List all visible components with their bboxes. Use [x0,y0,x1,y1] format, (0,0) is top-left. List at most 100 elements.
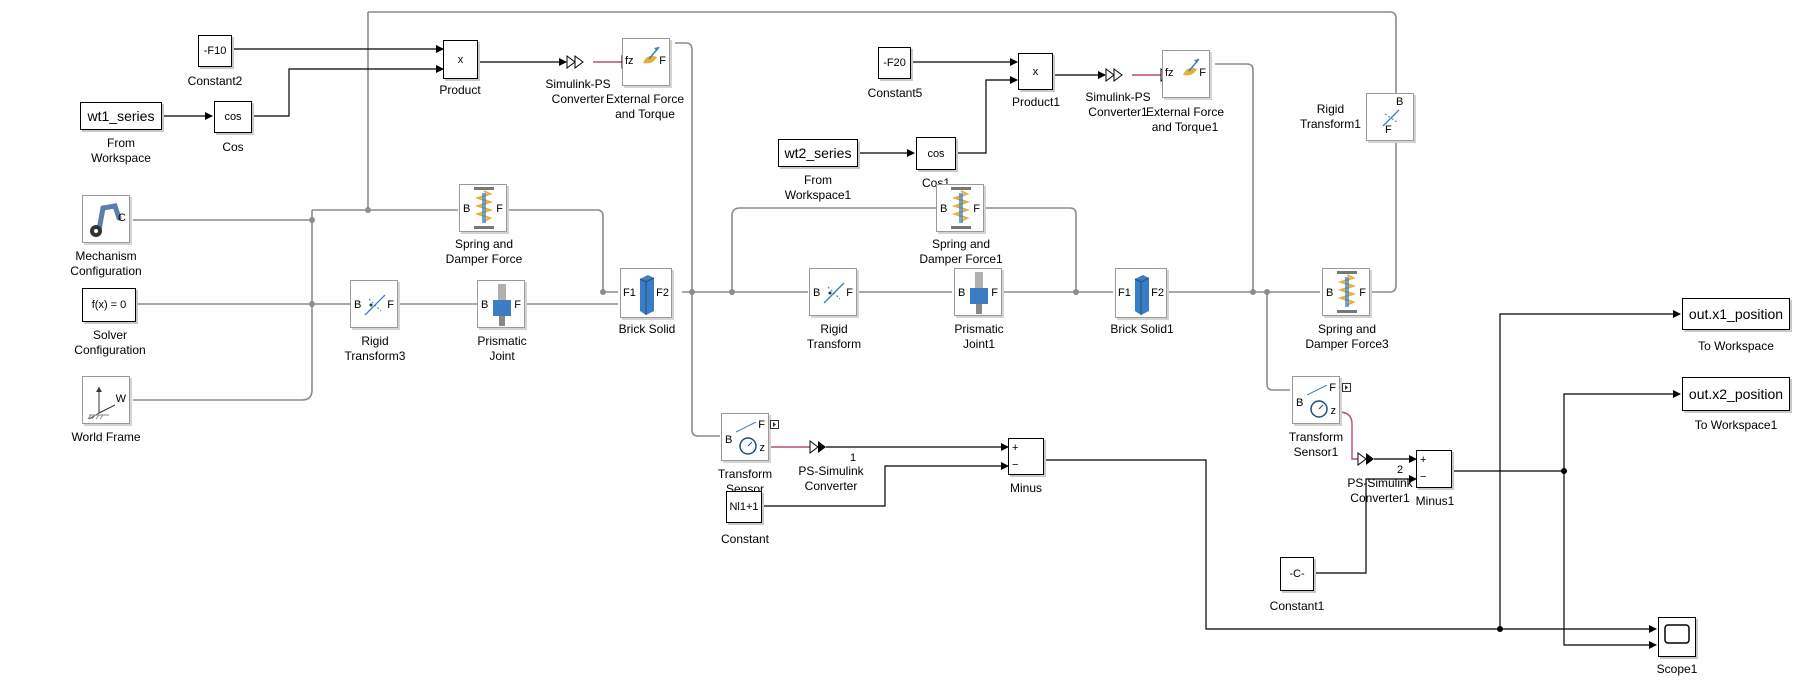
external-force1-icon [1183,58,1200,76]
external-force-port-fz: fz [625,55,634,67]
transform-sensor-port-b: B [725,434,733,446]
prismatic-joint-port-f: F [514,299,521,311]
brick-solid1-port-f2: F2 [1151,287,1164,299]
robot-arm-icon [90,203,122,237]
rigid-transform-port-f: F [846,287,853,299]
world-frame-block[interactable]: W [82,376,130,424]
spring-damper-force-block[interactable]: B F [459,184,507,232]
spring-damper-port-b: B [463,203,471,215]
minus-block[interactable]: + − [1008,438,1044,475]
prismatic-joint-port-b: B [481,299,489,311]
transform-sensor1-block[interactable]: B F z [1292,376,1340,424]
external-force-port-f: F [659,55,666,67]
minus1-plus-sign: + [1420,454,1427,466]
prismatic-joint1-label: Prismatic Joint1 [954,322,1004,351]
minus1-minus-sign: − [1420,471,1427,483]
product1-label: Product1 [1011,95,1061,109]
product-label: Product [439,83,481,97]
minus1-block[interactable]: + − [1416,450,1452,488]
external-force-torque1-block[interactable]: fz F [1162,50,1210,98]
to-workspace-block[interactable]: out.x1_position [1682,298,1790,330]
brick-solid1-port-f1: F1 [1118,287,1131,299]
spring1-icon [951,187,971,229]
product-block[interactable]: x [443,40,478,79]
cos1-block[interactable]: cos [916,137,956,170]
spring-damper-force3-block[interactable]: B F [1322,268,1370,316]
minus-label: Minus [1009,481,1043,495]
to-workspace-value: out.x1_position [1688,306,1784,322]
rigid-transform3-block[interactable]: B F [350,280,398,328]
spring-damper1-port-b: B [940,203,948,215]
constant-block[interactable]: Nl1+1 [726,491,762,523]
constant2-block[interactable]: -F10 [198,35,232,67]
transform-sensor-port-z: z [759,442,766,454]
scope1-block[interactable] [1658,617,1696,657]
rigid-transform3-port-b: B [354,299,362,311]
rigid-transform3-label: Rigid Transform3 [344,334,406,363]
rigid-transform-icon [823,282,845,304]
spring-damper3-port-f: F [1359,287,1366,299]
transform-sensor-port-f: F [758,419,765,431]
to-workspace1-value: out.x2_position [1688,386,1784,402]
spring-icon [474,187,494,229]
transform-sensor1-port-b: B [1296,397,1304,409]
from-workspace-block[interactable]: wt1_series [80,102,162,130]
brick-solid-label: Brick Solid [618,322,676,336]
spring3-icon [1337,271,1357,313]
brick-solid-port-f2: F2 [656,287,669,299]
cos1-value: cos [927,147,945,160]
prismatic-joint1-port-b: B [958,287,966,299]
to-workspace1-block[interactable]: out.x2_position [1682,377,1790,411]
from-workspace1-block[interactable]: wt2_series [778,139,858,167]
external-force1-port-fz: fz [1165,67,1174,79]
rigid-transform-block[interactable]: B F [809,268,857,316]
minus1-label: Minus1 [1415,494,1455,508]
constant5-value: -F20 [883,57,906,69]
solver-configuration-label: Solver Configuration [74,328,146,357]
product1-block[interactable]: x [1018,53,1053,90]
spring-damper-force1-block[interactable]: B F [936,184,984,232]
mechanism-configuration-block[interactable]: C [82,195,130,243]
constant1-label: Constant1 [1269,599,1325,613]
mechanism-configuration-label: Mechanism Configuration [70,249,142,278]
transform-sensor1-port-z: z [1330,405,1337,417]
rigid-transform3-icon [364,294,386,316]
solver-configuration-block[interactable]: f(x) = 0 [82,288,136,322]
rigid-transform1-port-b: B [1396,96,1404,108]
constant1-value: -C- [1289,568,1305,580]
product1-symbol: x [1032,65,1039,78]
product-symbol: x [457,53,464,66]
ps-simulink-converter1-port-number: 2 [1397,464,1404,476]
world-frame-label: World Frame [71,430,141,444]
constant1-block[interactable]: -C- [1280,557,1314,591]
ps-simulink-converter-label: PS-Simulink Converter [798,464,864,493]
external-force-torque-block[interactable]: fz F [622,38,670,86]
external-force-icon [643,46,660,64]
transform-sensor1-port-f: F [1329,382,1336,394]
brick-solid1-block[interactable]: F1 F2 [1115,268,1167,318]
prismatic-joint1-icon [970,272,988,314]
rigid-transform1-block[interactable]: B F [1366,93,1414,141]
prismatic-joint1-block[interactable]: B F [954,268,1002,316]
mechanism-config-port-c: C [118,212,126,224]
minus-plus-sign: + [1012,442,1019,454]
constant2-label: Constant2 [187,74,243,88]
cos-label: Cos [222,140,244,154]
rigid-transform-label: Rigid Transform [806,322,862,351]
cos-block[interactable]: cos [214,101,252,133]
simulink-ps-converter-label: Simulink-PS Converter [545,77,611,106]
cos-value: cos [224,111,242,123]
to-workspace1-label: To Workspace1 [1694,418,1778,432]
from-workspace1-value: wt2_series [784,145,852,161]
prismatic-joint1-port-f: F [991,287,998,299]
prismatic-joint-block[interactable]: B F [477,280,525,328]
constant5-block[interactable]: -F20 [878,47,911,79]
transform-sensor-block[interactable]: B F z [721,413,769,461]
transform-sensor1-icon [1307,385,1328,418]
brick-solid-block[interactable]: F1 F2 [620,268,672,318]
world-frame-port-w: W [115,393,126,405]
scope-screen-icon [1664,624,1690,644]
spring-damper-force-label: Spring and Damper Force [445,237,523,266]
